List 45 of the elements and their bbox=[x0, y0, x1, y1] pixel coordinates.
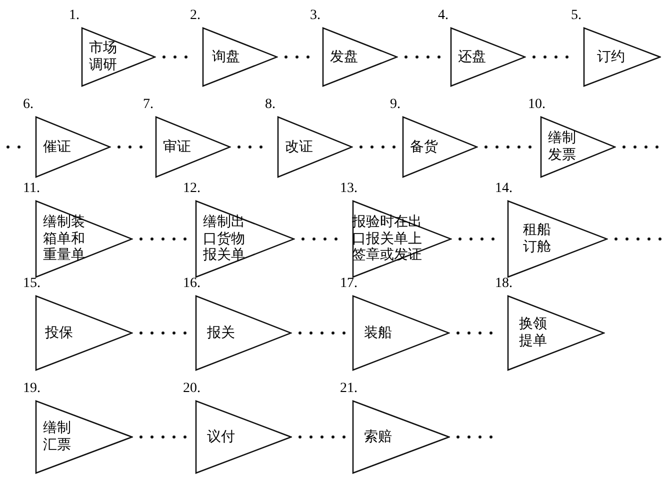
step-number: 11. bbox=[23, 182, 40, 196]
dotted-connector bbox=[298, 332, 348, 334]
step-number: 15. bbox=[23, 277, 40, 291]
step-label: 订约 bbox=[597, 48, 625, 66]
dotted-connector bbox=[360, 146, 398, 148]
step-number: 8. bbox=[265, 98, 276, 112]
step-number: 4. bbox=[438, 9, 448, 23]
step-label: 缮制汇票 bbox=[43, 420, 71, 454]
step-label: 租船订舱 bbox=[523, 222, 551, 256]
step-label: 装船 bbox=[364, 324, 392, 342]
step-label: 缮制发票 bbox=[548, 130, 576, 164]
step-label: 市场调研 bbox=[89, 40, 117, 74]
step-label: 催证 bbox=[43, 138, 71, 156]
step-label: 改证 bbox=[285, 138, 313, 156]
step-number: 14. bbox=[495, 182, 512, 196]
step-label: 缮制装箱单和重量单 bbox=[43, 214, 85, 264]
step-label: 备货 bbox=[410, 138, 438, 156]
step-label: 议付 bbox=[207, 428, 235, 446]
step-number: 6. bbox=[23, 98, 34, 112]
step-number: 3. bbox=[310, 9, 320, 23]
step-number: 18. bbox=[495, 277, 512, 291]
step-label: 发盘 bbox=[330, 48, 358, 66]
step-number: 17. bbox=[340, 277, 358, 291]
step-label: 报关 bbox=[207, 324, 235, 342]
dotted-connector bbox=[456, 436, 494, 438]
step-number: 12. bbox=[183, 182, 200, 196]
step-number: 21. bbox=[340, 382, 358, 396]
step-number: 7. bbox=[143, 98, 154, 112]
step-number: 20. bbox=[183, 382, 200, 396]
dotted-connector bbox=[298, 436, 348, 438]
step-number: 2. bbox=[190, 9, 200, 23]
step-label: 审证 bbox=[163, 138, 191, 156]
step-label: 缮制出口货物报关单 bbox=[203, 214, 245, 264]
step-number: 5. bbox=[571, 9, 582, 23]
step-number: 9. bbox=[390, 98, 400, 112]
step-label: 还盘 bbox=[458, 48, 486, 66]
step-label: 索赔 bbox=[364, 428, 392, 446]
step-number: 13. bbox=[340, 182, 358, 196]
step-number: 10. bbox=[528, 98, 546, 112]
step-number: 19. bbox=[23, 382, 40, 396]
step-label: 投保 bbox=[45, 324, 73, 342]
step-label: 询盘 bbox=[212, 48, 240, 66]
step-number: 1. bbox=[69, 9, 80, 23]
step-label: 换领提单 bbox=[519, 316, 547, 350]
step-number: 16. bbox=[183, 277, 200, 291]
